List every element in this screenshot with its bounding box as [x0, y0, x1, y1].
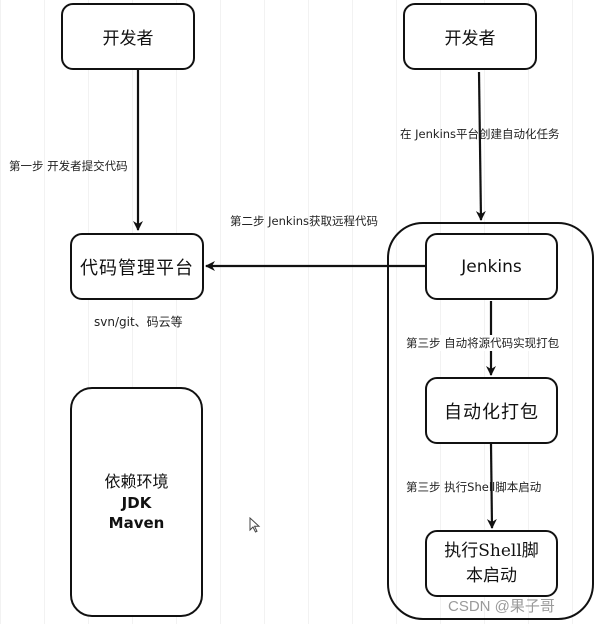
node-developer-left[interactable]: 开发者 — [61, 3, 195, 70]
node-code-platform[interactable]: 代码管理平台 — [70, 233, 204, 300]
node-developer-left-label: 开发者 — [102, 29, 154, 49]
label-step3a: 第三步 自动将源代码实现打包 — [406, 335, 560, 351]
node-auto-package[interactable]: 自动化打包 — [425, 377, 558, 444]
node-jenkins[interactable]: Jenkins — [425, 233, 558, 300]
node-dependencies-line2: JDK — [121, 493, 152, 512]
node-shell-start[interactable]: 执行Shell脚 本启动 — [425, 530, 558, 597]
label-step3b: 第三步 执行Shell脚本启动 — [406, 480, 542, 494]
label-step1: 第一步 开发者提交代码 — [9, 159, 128, 173]
node-developer-right-label: 开发者 — [444, 29, 496, 49]
node-shell-start-line1: 执行Shell脚 — [444, 540, 539, 561]
arrow-create-task — [475, 71, 486, 221]
watermark: CSDN @果子哥 — [448, 598, 555, 615]
jenkins-group-container — [387, 222, 594, 620]
node-dependencies-line1: 依赖环境 — [104, 471, 169, 491]
mouse-cursor-icon — [249, 517, 261, 533]
node-auto-package-label: 自动化打包 — [444, 401, 539, 423]
node-jenkins-label: Jenkins — [461, 256, 522, 277]
label-create-task: 在 Jenkins平台创建自动化任务 — [400, 127, 560, 141]
node-shell-start-line2: 本启动 — [466, 565, 517, 586]
node-dependencies[interactable]: 依赖环境 JDK Maven — [70, 387, 203, 617]
arrow-step3b — [486, 443, 497, 529]
node-developer-right[interactable]: 开发者 — [403, 3, 537, 70]
node-code-platform-label: 代码管理平台 — [80, 257, 194, 279]
node-dependencies-line3: Maven — [108, 513, 165, 532]
label-step2: 第二步 Jenkins获取远程代码 — [230, 214, 379, 228]
label-platform-examples: svn/git、码云等 — [94, 315, 183, 329]
